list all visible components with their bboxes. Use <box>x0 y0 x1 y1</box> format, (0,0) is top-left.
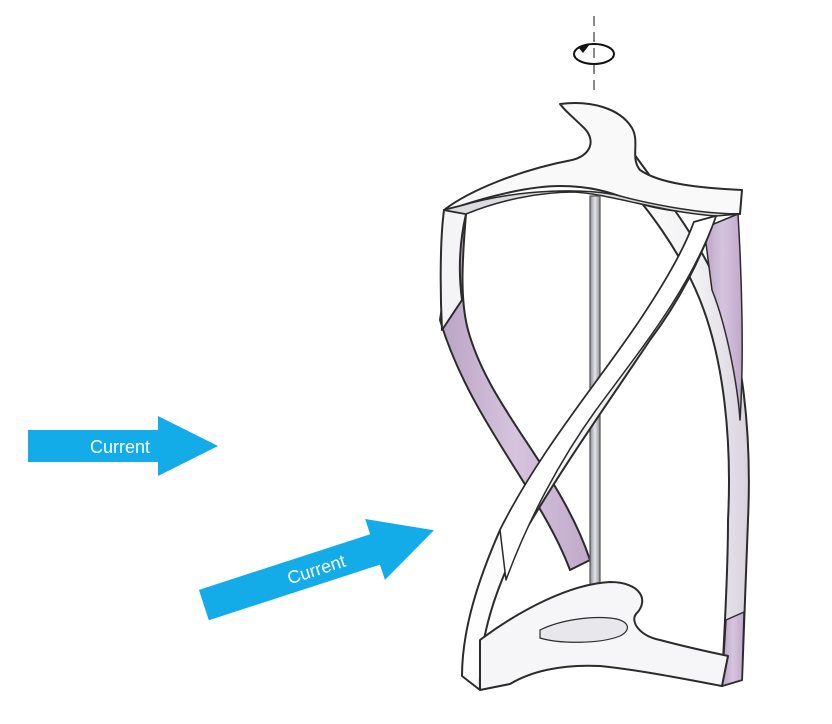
arrow-shape <box>28 416 218 476</box>
bottom-end-plate-inner <box>539 616 628 643</box>
top-end-plate-edge <box>443 190 741 217</box>
current-arrow-1: Current <box>28 416 218 476</box>
helical-blade-right-lower-shade <box>721 611 745 687</box>
helical-blade-back-top <box>439 209 467 331</box>
rotation-icon <box>573 43 615 65</box>
current-arrow-2: Current <box>198 519 435 621</box>
arrow-shape <box>198 519 435 621</box>
helical-blade-right-shade <box>703 213 743 421</box>
helical-blade-front-edge <box>499 215 717 581</box>
arrow-label: Current <box>90 437 150 457</box>
top-end-plate <box>443 102 743 215</box>
